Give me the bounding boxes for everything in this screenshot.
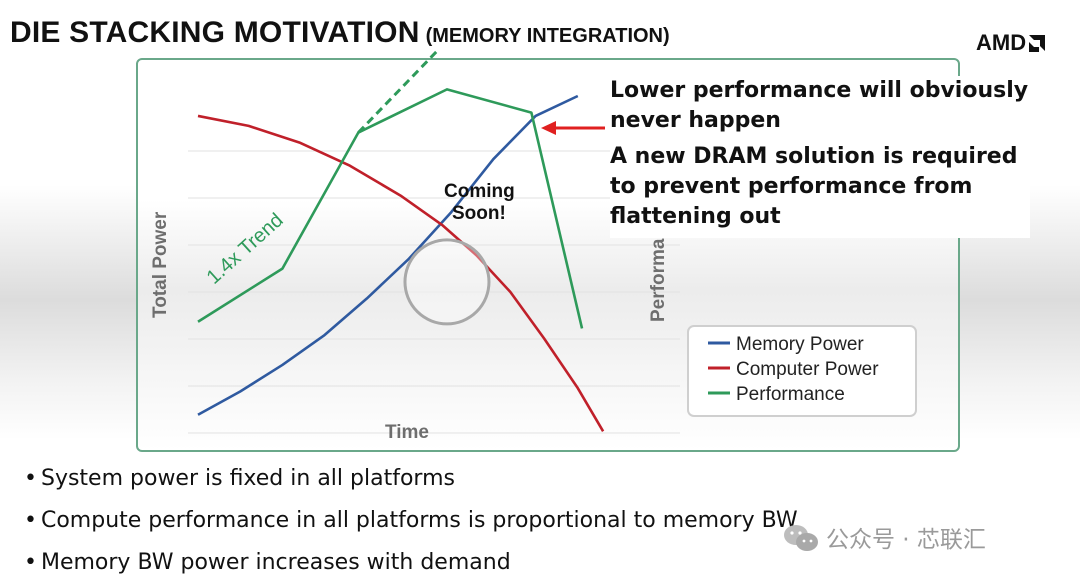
- annotation-note: Lower performance will obviously never h…: [610, 76, 1030, 238]
- callout-arrow-head: [541, 121, 556, 135]
- title-subtitle: (MEMORY INTEGRATION): [425, 25, 670, 47]
- title-main: DIE STACKING MOTIVATION: [10, 16, 420, 49]
- chart-grid: [188, 150, 680, 434]
- watermark: 公众号 · 芯联汇: [782, 520, 986, 554]
- series-line-computer-power: [197, 114, 605, 432]
- bullet-dot: •: [24, 466, 37, 491]
- annotation-trend: 1.4x Trend: [203, 209, 288, 289]
- wechat-icon: [784, 525, 818, 551]
- note-line-1: Lower performance will obviously never h…: [610, 78, 1029, 133]
- legend-label: Performance: [736, 384, 845, 405]
- bullet-item: •System power is fixed in all platforms: [24, 462, 798, 504]
- bullet-item: •Compute performance in all platforms is…: [24, 504, 798, 546]
- amd-logo: AMD: [976, 30, 1047, 56]
- bullet-text: System power is fixed in all platforms: [40, 466, 455, 491]
- highlight-circle: [403, 238, 491, 326]
- y-axis-label-left: Total Power: [150, 211, 171, 318]
- slide-title: DIE STACKING MOTIVATION(MEMORY INTEGRATI…: [10, 16, 670, 50]
- bullet-dot: •: [24, 550, 37, 575]
- watermark-text: 公众号 · 芯联汇: [826, 527, 986, 553]
- legend-label: Computer Power: [736, 359, 879, 380]
- chart-lines: [197, 48, 605, 432]
- annotation-coming: Coming: [444, 181, 515, 202]
- legend-box: [687, 325, 917, 417]
- bullet-text: Compute performance in all platforms is …: [40, 508, 798, 533]
- annotation-soon: Soon!: [452, 203, 506, 224]
- logo-text: AMD: [976, 30, 1027, 55]
- bullet-item: •Memory BW power increases with demand: [24, 546, 798, 588]
- note-line-2: A new DRAM solution is required to preve…: [610, 144, 1018, 229]
- bullet-list: •System power is fixed in all platforms …: [24, 462, 798, 588]
- amd-arrow-icon: [1029, 35, 1046, 52]
- y-axis-label-right: Performa: [648, 238, 669, 322]
- legend-label: Memory Power: [736, 334, 864, 355]
- bullet-text: Memory BW power increases with demand: [40, 550, 511, 575]
- trend-line: [357, 48, 440, 134]
- series-line-memory-power: [197, 94, 579, 416]
- series-line-performance: [197, 88, 584, 329]
- x-axis-label: Time: [385, 422, 429, 443]
- bullet-dot: •: [24, 508, 37, 533]
